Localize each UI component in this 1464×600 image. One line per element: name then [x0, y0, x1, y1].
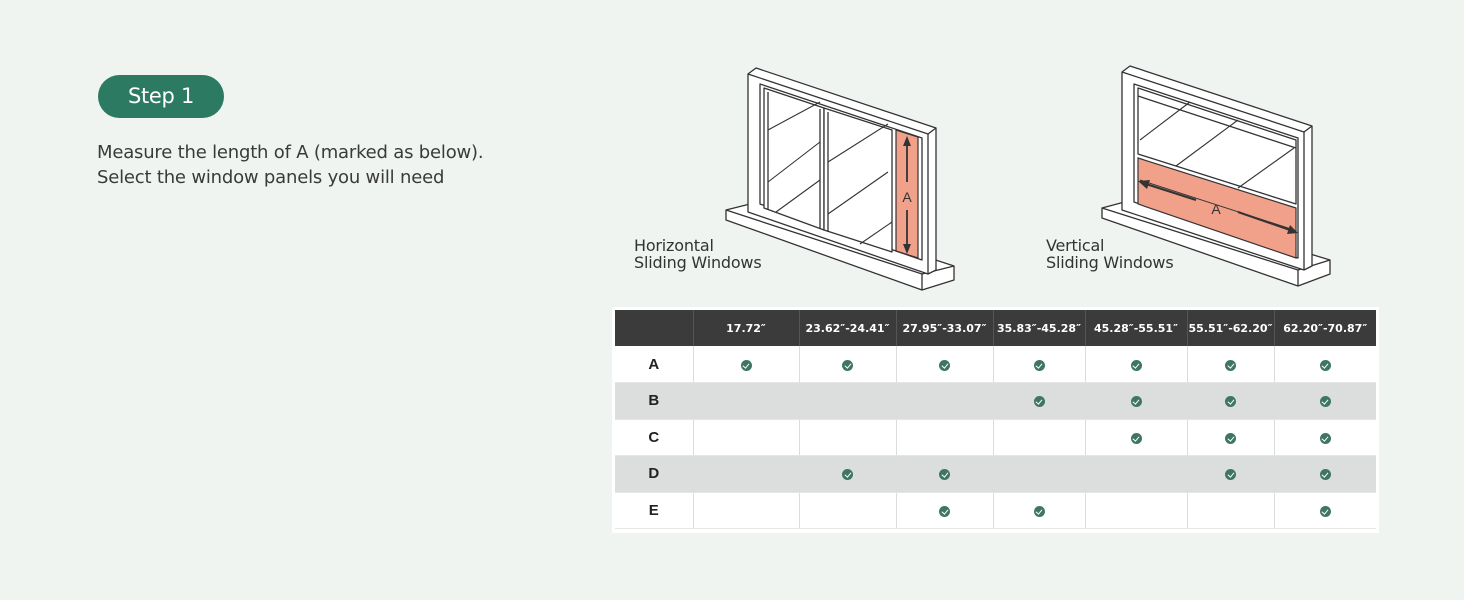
panel-label: C — [615, 419, 694, 456]
instruction-line-1: Measure the length of A (marked as below… — [97, 142, 484, 163]
vertical-window-diagram: A — [1098, 62, 1338, 297]
table-cell — [799, 382, 897, 420]
vertical-marker-a: A — [1211, 201, 1221, 217]
size-column-header: 45.28″-55.51″ — [1085, 310, 1188, 346]
table-cell — [799, 419, 897, 456]
table-cell — [1085, 419, 1188, 456]
table-cell — [1187, 455, 1275, 493]
table-cell — [1274, 455, 1376, 493]
panel-label: B — [615, 382, 694, 420]
horizontal-window-label: Horizontal Sliding Windows — [634, 236, 762, 272]
table-cell — [993, 419, 1086, 456]
table-cell — [993, 492, 1086, 529]
table-cell — [1085, 455, 1188, 493]
size-column-header: 35.83″-45.28″ — [993, 310, 1086, 346]
table-cell — [1274, 419, 1376, 456]
panel-size-table-container: 17.72″23.62″-24.41″27.95″-33.07″35.83″-4… — [612, 307, 1379, 533]
check-circle-icon — [1225, 469, 1236, 481]
header-corner — [615, 310, 694, 346]
table-row: C — [615, 419, 1376, 456]
vertical-window-label: Vertical Sliding Windows — [1046, 236, 1174, 272]
horizontal-window-diagram: A — [720, 62, 960, 297]
check-circle-icon — [842, 469, 853, 481]
check-circle-icon — [1033, 396, 1045, 408]
panel-label: D — [615, 455, 694, 493]
check-circle-icon — [1225, 396, 1236, 408]
table-cell — [896, 492, 994, 529]
horizontal-label-line-2: Sliding Windows — [634, 253, 762, 272]
table-cell — [1085, 382, 1188, 420]
table-cell — [693, 455, 800, 493]
check-circle-icon — [1225, 359, 1236, 371]
table-cell — [896, 419, 994, 456]
vertical-label-line-2: Sliding Windows — [1046, 253, 1174, 272]
check-circle-icon — [939, 505, 950, 517]
size-column-header: 55.51″-62.20″ — [1187, 310, 1275, 346]
table-cell — [693, 346, 800, 383]
check-circle-icon — [842, 359, 853, 371]
table-cell — [1187, 419, 1275, 456]
table-cell — [799, 492, 897, 529]
check-circle-icon — [1319, 359, 1331, 371]
table-row: E — [615, 492, 1376, 529]
check-circle-icon — [1319, 469, 1331, 481]
check-circle-icon — [939, 469, 950, 481]
check-circle-icon — [1319, 396, 1331, 408]
table-cell — [1274, 346, 1376, 383]
table-cell — [1274, 382, 1376, 420]
table-cell — [896, 346, 994, 383]
panel-label: A — [615, 346, 694, 383]
panel-size-table: 17.72″23.62″-24.41″27.95″-33.07″35.83″-4… — [615, 310, 1376, 529]
panel-label: E — [615, 492, 694, 529]
check-circle-icon — [1033, 359, 1045, 371]
table-cell — [1274, 492, 1376, 529]
check-circle-icon — [1130, 359, 1142, 371]
table-cell — [993, 382, 1086, 420]
check-circle-icon — [1130, 432, 1142, 444]
table-cell — [693, 382, 800, 420]
table-cell — [1187, 492, 1275, 529]
check-circle-icon — [1130, 396, 1142, 408]
table-cell — [799, 455, 897, 493]
table-cell — [693, 419, 800, 456]
table-cell — [993, 455, 1086, 493]
table-cell — [1085, 492, 1188, 529]
check-circle-icon — [1225, 432, 1236, 444]
horizontal-label-line-1: Horizontal — [634, 236, 714, 255]
table-cell — [1187, 382, 1275, 420]
table-cell — [1085, 346, 1188, 383]
step-badge: Step 1 — [98, 75, 224, 118]
vertical-label-line-1: Vertical — [1046, 236, 1105, 255]
table-cell — [896, 455, 994, 493]
table-cell — [1187, 346, 1275, 383]
size-column-header: 17.72″ — [693, 310, 800, 346]
check-circle-icon — [1319, 505, 1331, 517]
table-row: B — [615, 382, 1376, 420]
size-column-header: 27.95″-33.07″ — [896, 310, 994, 346]
check-circle-icon — [1033, 505, 1045, 517]
table-row: A — [615, 346, 1376, 383]
check-circle-icon — [740, 359, 752, 371]
table-header: 17.72″23.62″-24.41″27.95″-33.07″35.83″-4… — [615, 310, 1376, 346]
size-column-header: 62.20″-70.87″ — [1274, 310, 1376, 346]
check-circle-icon — [1319, 432, 1331, 444]
instruction-line-2: Select the window panels you will need — [97, 167, 445, 188]
table-cell — [993, 346, 1086, 383]
table-cell — [799, 346, 897, 383]
table-cell — [896, 382, 994, 420]
table-row: D — [615, 455, 1376, 493]
check-circle-icon — [939, 359, 950, 371]
horizontal-marker-a: A — [902, 189, 912, 205]
instructions: Measure the length of A (marked as below… — [97, 140, 484, 190]
size-column-header: 23.62″-24.41″ — [799, 310, 897, 346]
table-cell — [693, 492, 800, 529]
